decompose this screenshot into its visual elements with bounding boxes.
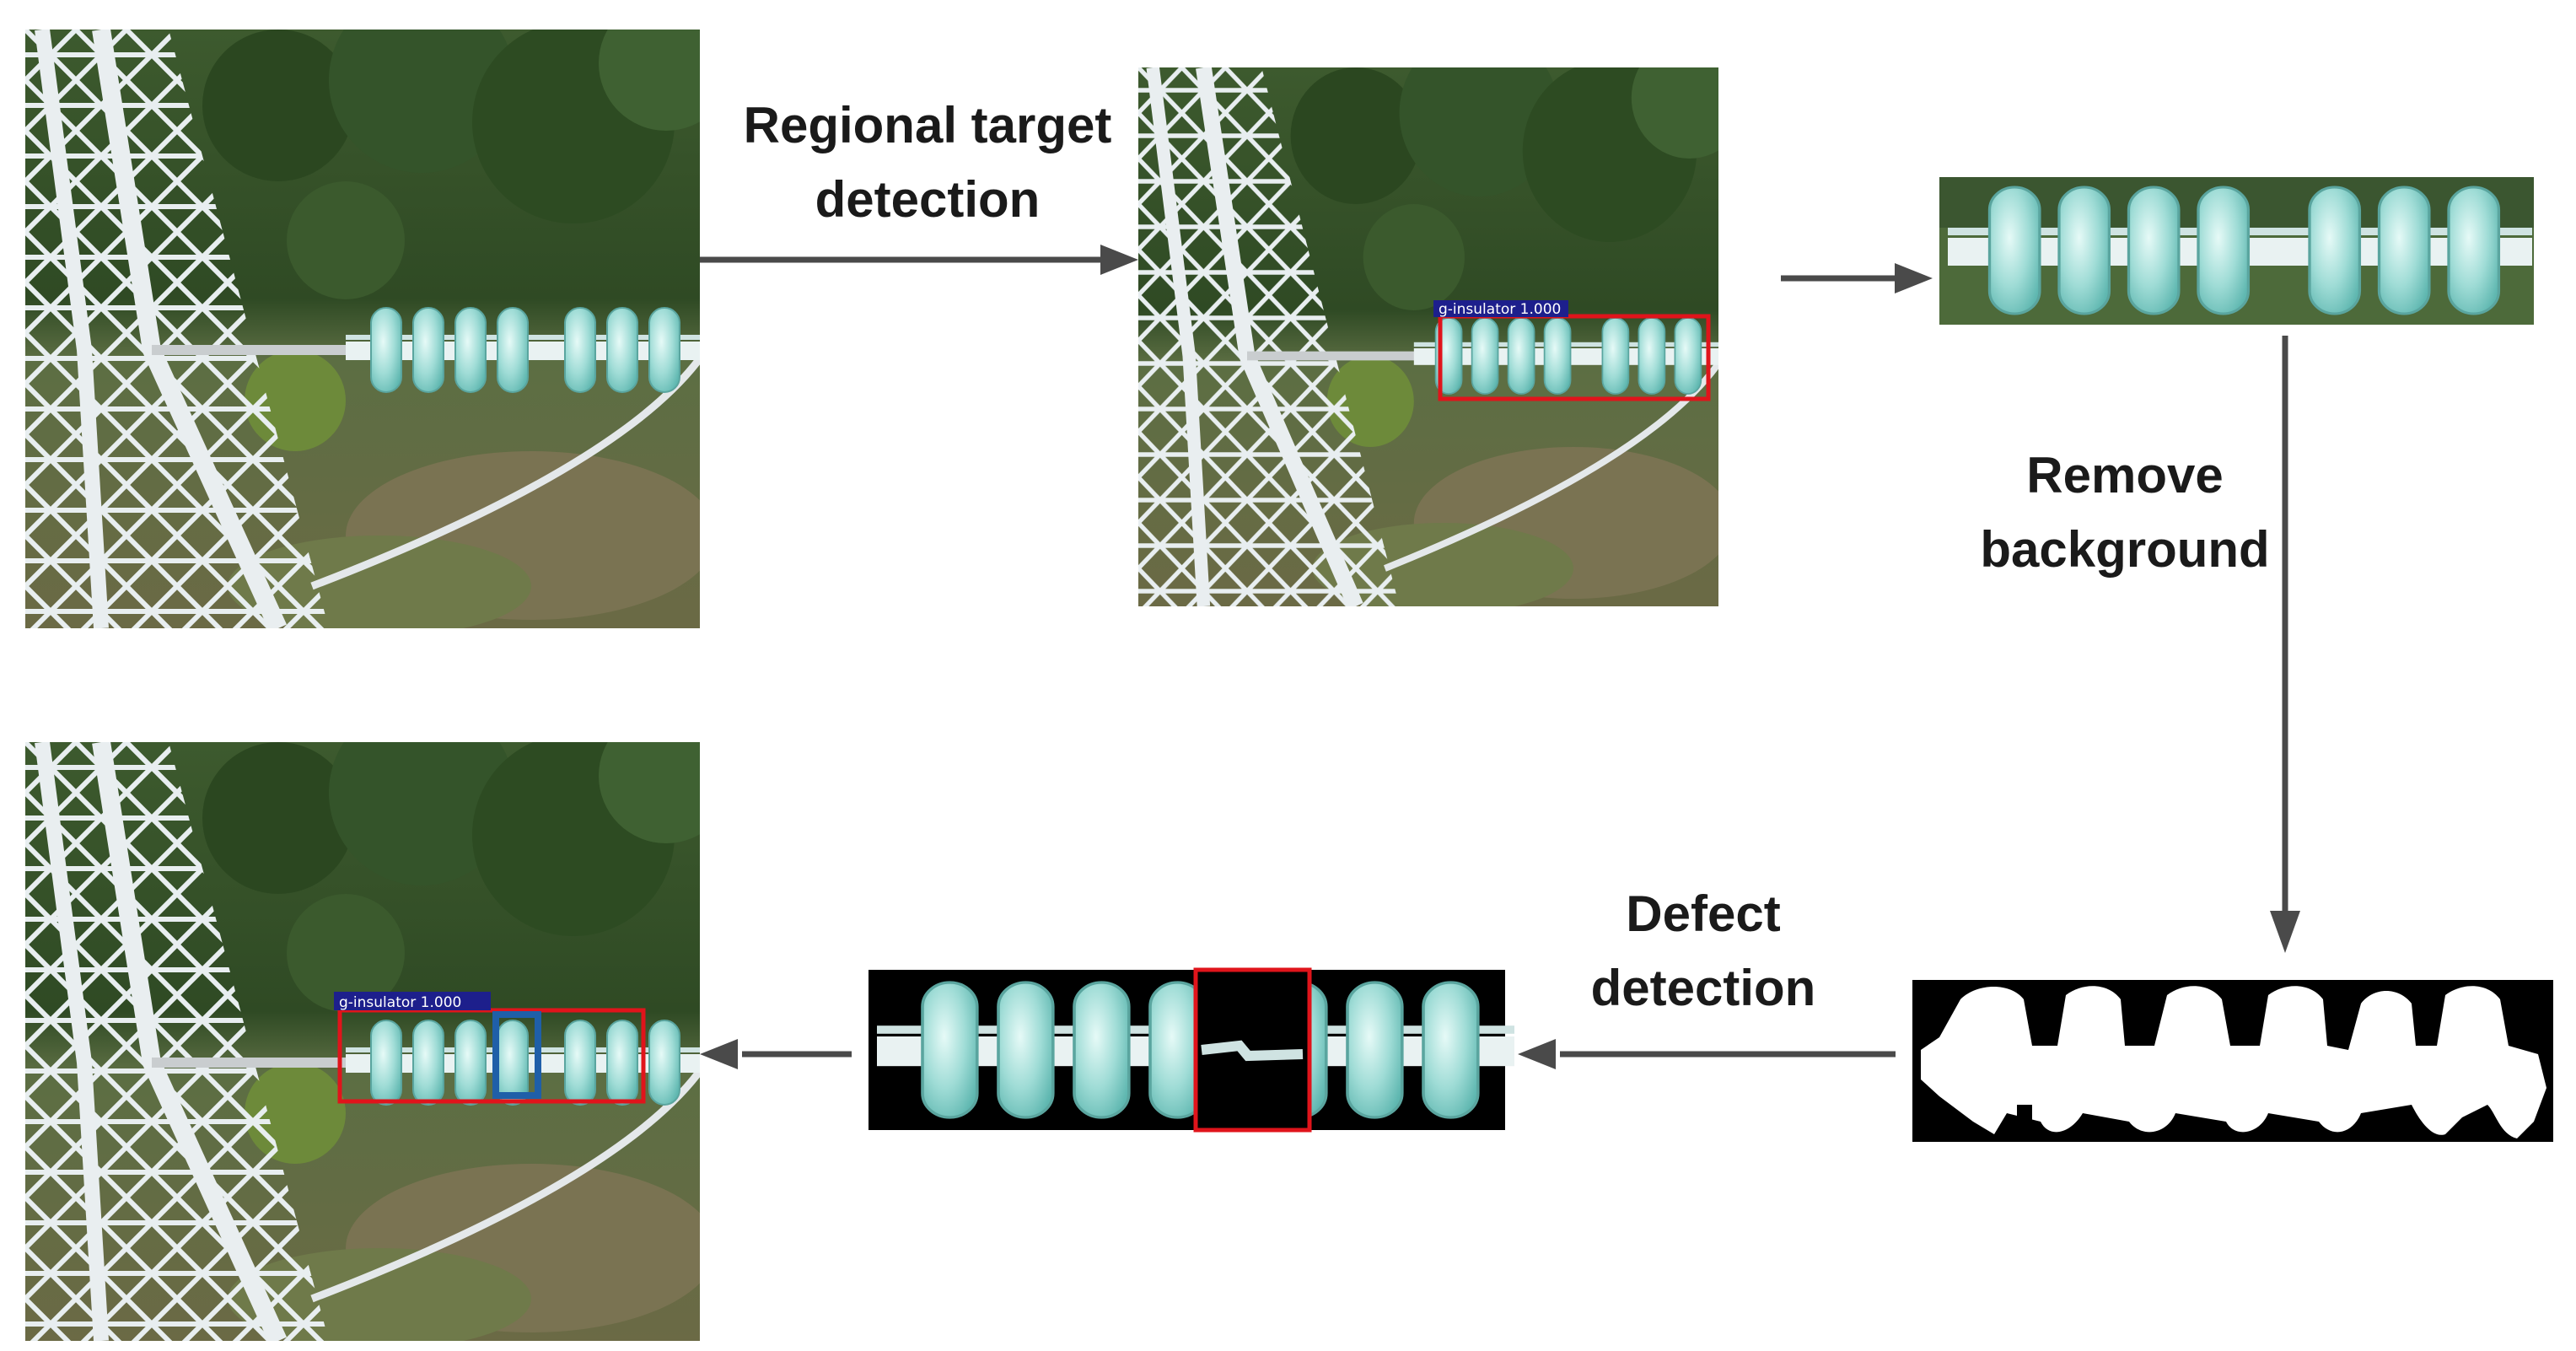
final-detection-tag: g-insulator 1.000 — [339, 994, 461, 1011]
defect-box — [492, 1011, 541, 1099]
label-remove-background: Remove background — [1939, 439, 2310, 587]
label-line: Defect — [1626, 885, 1781, 942]
arrow-head-to-result — [700, 1039, 738, 1069]
defect-strip — [869, 967, 1516, 1133]
insulator-detection-box — [1438, 314, 1711, 401]
label-line: Remove — [2026, 447, 2224, 503]
label-regional-target-detection: Regional target detection — [725, 89, 1130, 237]
detection-tag-bg — [1433, 300, 1568, 317]
arrow-head-to-crop — [1895, 263, 1933, 293]
label-defect-detection: Defect detection — [1560, 877, 1847, 1025]
cropped-insulator — [1939, 177, 2534, 325]
arrow-head-to-mask — [2270, 911, 2300, 953]
final-tag-bg — [334, 992, 491, 1010]
detection-photo — [1138, 30, 1747, 614]
label-line: background — [1980, 521, 2270, 578]
defect-region-box — [1193, 967, 1312, 1133]
label-line: detection — [815, 171, 1041, 228]
final-result-photo — [25, 700, 734, 1349]
arrow-head-to-detection — [1100, 245, 1138, 275]
input-photo — [25, 0, 734, 637]
arrow-head-to-defect-strip — [1518, 1039, 1556, 1069]
label-line: Regional target — [743, 97, 1112, 153]
label-line: detection — [1590, 960, 1816, 1016]
binary-mask — [1912, 980, 2553, 1142]
final-insulator-box — [337, 1008, 646, 1104]
detection-tag: g-insulator 1.000 — [1439, 301, 1561, 318]
